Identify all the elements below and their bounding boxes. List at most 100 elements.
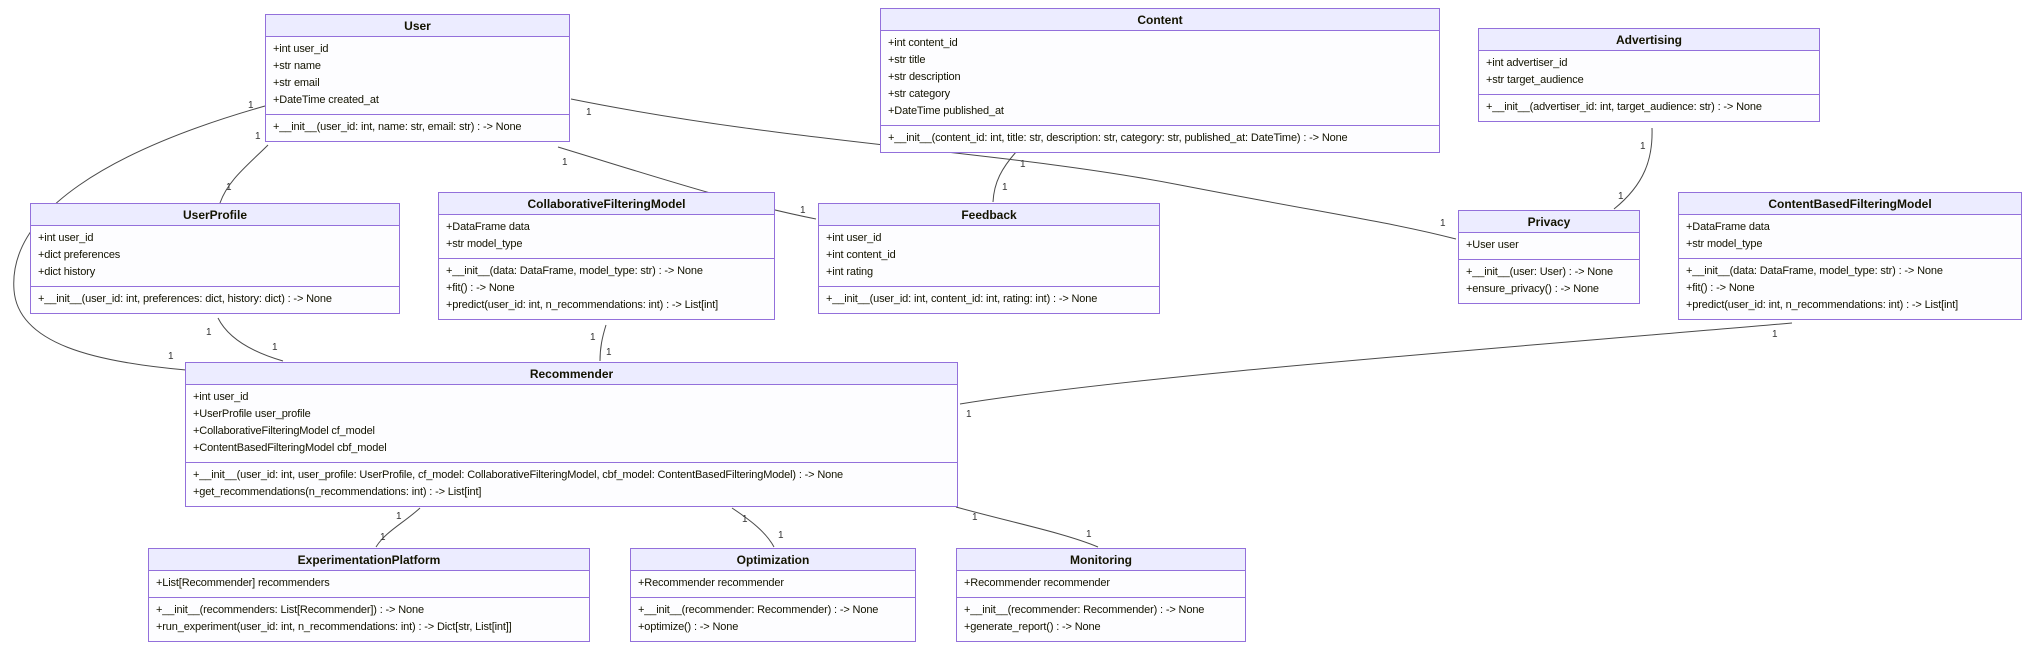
class-user: User +int user_id +str name +str email +… [265, 14, 570, 142]
class-advertising: Advertising +int advertiser_id +str targ… [1478, 28, 1820, 122]
multiplicity-label: 1 [606, 347, 612, 358]
class-method: +__init__(user: User) : -> None [1466, 266, 1613, 278]
methods-section: +__init__(recommenders: List[Recommender… [149, 598, 589, 641]
class-title: Optimization [631, 549, 915, 571]
class-title: Privacy [1459, 211, 1639, 233]
class-title: Recommender [186, 363, 957, 385]
methods-section: +__init__(user: User) : -> None +ensure_… [1459, 260, 1639, 303]
class-title: ContentBasedFilteringModel [1679, 193, 2021, 215]
multiplicity-label: 1 [800, 205, 806, 216]
multiplicity-label: 1 [586, 107, 592, 118]
multiplicity-label: 1 [972, 512, 978, 523]
class-method: +generate_report() : -> None [964, 621, 1101, 633]
class-attribute: +str name [273, 60, 321, 72]
multiplicity-label: 1 [255, 131, 261, 142]
class-method: +__init__(recommender: Recommender) : ->… [964, 604, 1205, 616]
class-method: +__init__(user_id: int, name: str, email… [273, 121, 522, 133]
class-experimentationplatform: ExperimentationPlatform +List[Recommende… [148, 548, 590, 642]
class-attribute: +UserProfile user_profile [193, 408, 311, 420]
class-attribute: +List[Recommender] recommenders [156, 577, 330, 589]
methods-section: +__init__(user_id: int, name: str, email… [266, 115, 569, 141]
multiplicity-label: 1 [1640, 141, 1646, 152]
attributes-section: +int content_id +str title +str descript… [881, 31, 1439, 126]
attributes-section: +Recommender recommender [957, 571, 1245, 598]
class-attribute: +str target_audience [1486, 74, 1584, 86]
class-attribute: +dict history [38, 266, 96, 278]
class-method: +__init__(advertiser_id: int, target_aud… [1486, 101, 1762, 113]
class-method: +predict(user_id: int, n_recommendations… [1686, 299, 1959, 311]
methods-section: +__init__(user_id: int, user_profile: Us… [186, 463, 957, 506]
edge-user-feedback [557, 146, 817, 220]
methods-section: +__init__(advertiser_id: int, target_aud… [1479, 95, 1819, 121]
class-attribute: +int advertiser_id [1486, 57, 1568, 69]
class-title: Monitoring [957, 549, 1245, 571]
class-method: +__init__(recommenders: List[Recommender… [156, 604, 424, 616]
attributes-section: +int user_id +dict preferences +dict his… [31, 226, 399, 287]
multiplicity-label: 1 [380, 532, 386, 543]
multiplicity-label: 1 [226, 182, 232, 193]
class-attribute: +dict preferences [38, 249, 121, 261]
class-attribute: +str description [888, 71, 961, 83]
class-attribute: +DateTime published_at [888, 105, 1004, 117]
multiplicity-label: 1 [168, 351, 174, 362]
multiplicity-label: 1 [1772, 329, 1778, 340]
class-method: +get_recommendations(n_recommendations: … [193, 486, 482, 498]
class-method: +__init__(user_id: int, user_profile: Us… [193, 469, 844, 481]
class-attribute: +str email [273, 77, 320, 89]
class-privacy: Privacy +User user +__init__(user: User)… [1458, 210, 1640, 304]
class-attribute: +str model_type [1686, 238, 1763, 250]
methods-section: +__init__(data: DataFrame, model_type: s… [1679, 259, 2021, 319]
attributes-section: +int user_id +UserProfile user_profile +… [186, 385, 957, 463]
class-attribute: +User user [1466, 239, 1519, 251]
class-title: Feedback [819, 204, 1159, 226]
class-title: User [266, 15, 569, 37]
class-method: +run_experiment(user_id: int, n_recommen… [156, 621, 512, 633]
attributes-section: +int advertiser_id +str target_audience [1479, 51, 1819, 95]
multiplicity-label: 1 [1086, 529, 1092, 540]
class-attribute: +DateTime created_at [273, 94, 379, 106]
edge-user-privacy [570, 98, 1457, 240]
edge-recommender-experimentationplatform [375, 507, 421, 548]
attributes-section: +int user_id +int content_id +int rating [819, 226, 1159, 287]
multiplicity-label: 1 [1440, 218, 1446, 229]
class-attribute: +str title [888, 54, 926, 66]
multiplicity-label: 1 [396, 511, 402, 522]
multiplicity-label: 1 [248, 100, 254, 111]
attributes-section: +DataFrame data +str model_type [1679, 215, 2021, 259]
class-method: +optimize() : -> None [638, 621, 739, 633]
class-attribute: +CollaborativeFilteringModel cf_model [193, 425, 375, 437]
class-method: +__init__(data: DataFrame, model_type: s… [446, 265, 703, 277]
class-content: Content +int content_id +str title +str … [880, 8, 1440, 153]
edge-user-userprofile [219, 144, 269, 204]
methods-section: +__init__(data: DataFrame, model_type: s… [439, 259, 774, 319]
class-attribute: +ContentBasedFilteringModel cbf_model [193, 442, 387, 454]
attributes-section: +List[Recommender] recommenders [149, 571, 589, 598]
class-title: UserProfile [31, 204, 399, 226]
multiplicity-label: 1 [272, 342, 278, 353]
multiplicity-label: 1 [742, 514, 748, 525]
attributes-section: +Recommender recommender [631, 571, 915, 598]
class-feedback: Feedback +int user_id +int content_id +i… [818, 203, 1160, 314]
multiplicity-label: 1 [1020, 159, 1026, 170]
edge-recommender-monitoring [955, 506, 1099, 548]
class-attribute: +DataFrame data [446, 221, 530, 233]
class-collaborativefilteringmodel: CollaborativeFilteringModel +DataFrame d… [438, 192, 775, 320]
attributes-section: +DataFrame data +str model_type [439, 215, 774, 259]
class-recommender: Recommender +int user_id +UserProfile us… [185, 362, 958, 507]
multiplicity-label: 1 [590, 332, 596, 343]
class-method: +__init__(data: DataFrame, model_type: s… [1686, 265, 1943, 277]
class-method: +__init__(recommender: Recommender) : ->… [638, 604, 879, 616]
multiplicity-label: 1 [966, 409, 972, 420]
multiplicity-label: 1 [1618, 191, 1624, 202]
class-attribute: +Recommender recommender [638, 577, 784, 589]
edge-recommender-optimization [731, 507, 775, 548]
class-attribute: +int user_id [193, 391, 249, 403]
class-attribute: +int user_id [38, 232, 94, 244]
class-method: +__init__(content_id: int, title: str, d… [888, 132, 1348, 144]
class-title: Advertising [1479, 29, 1819, 51]
class-method: +fit() : -> None [1686, 282, 1755, 294]
class-userprofile: UserProfile +int user_id +dict preferenc… [30, 203, 400, 314]
attributes-section: +User user [1459, 233, 1639, 260]
